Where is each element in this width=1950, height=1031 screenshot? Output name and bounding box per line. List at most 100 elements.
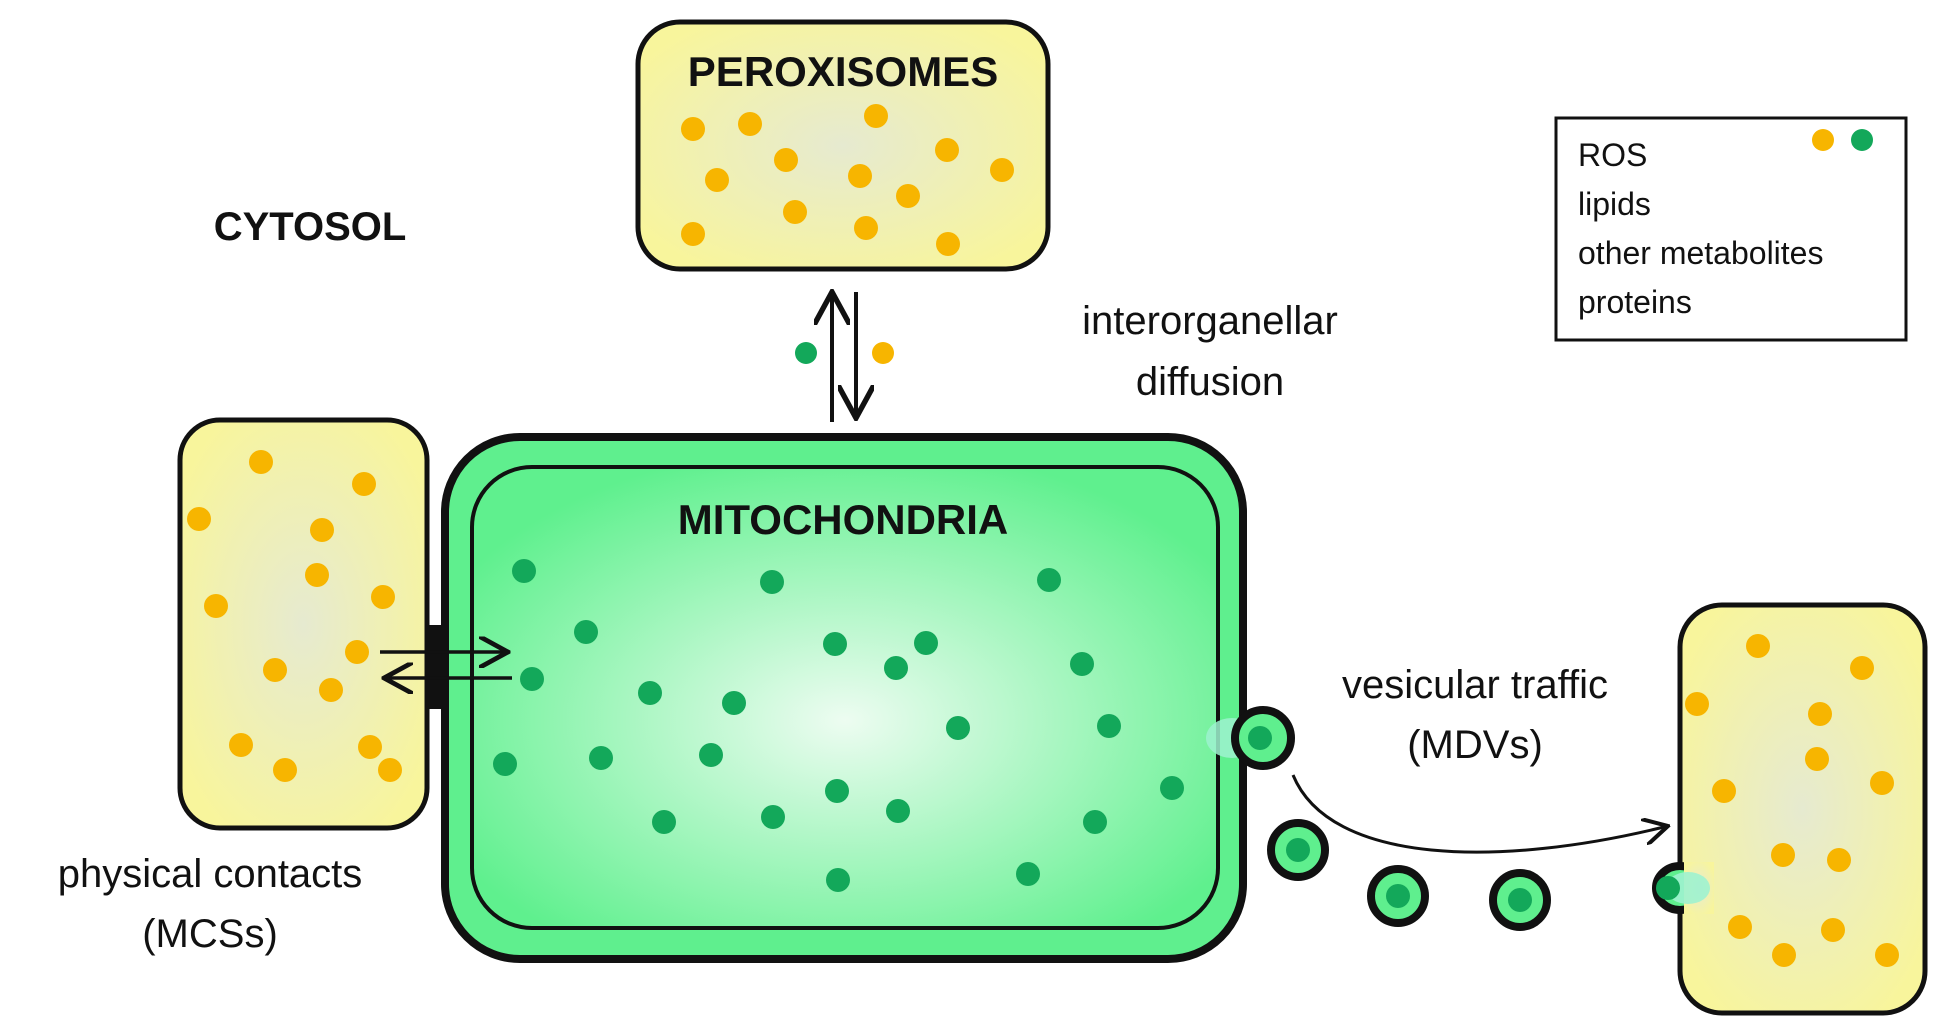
metabolite-dot bbox=[936, 232, 960, 256]
cytosol-label: CYTOSOL bbox=[214, 205, 407, 249]
mitochondria-organelle: MITOCHONDRIA bbox=[441, 433, 1247, 963]
protein-dot bbox=[589, 746, 613, 770]
legend-yellow-dot bbox=[1812, 129, 1834, 151]
metabolite-dot bbox=[1827, 848, 1851, 872]
protein-dot bbox=[1160, 776, 1184, 800]
protein-dot bbox=[638, 681, 662, 705]
peroxisome-dots bbox=[681, 104, 1014, 256]
metabolite-dot bbox=[705, 168, 729, 192]
protein-dot bbox=[825, 779, 849, 803]
protein-dot bbox=[520, 667, 544, 691]
metabolite-dot bbox=[681, 222, 705, 246]
metabolite-dot bbox=[1875, 943, 1899, 967]
metabolite-dot bbox=[935, 138, 959, 162]
protein-dot bbox=[1037, 568, 1061, 592]
contacts-label-line1: physical contacts bbox=[58, 852, 363, 896]
protein-dot bbox=[946, 716, 970, 740]
metabolite-dot bbox=[681, 117, 705, 141]
metabolite-dot bbox=[371, 585, 395, 609]
vesicular-label-line2: (MDVs) bbox=[1407, 723, 1543, 767]
metabolite-dot bbox=[229, 733, 253, 757]
peroxisome-organelle: PEROXISOMES bbox=[635, 19, 1051, 272]
diffusion-arrows bbox=[795, 292, 894, 422]
metabolite-dot bbox=[1685, 692, 1709, 716]
legend-box: ROS lipids other metabolites proteins bbox=[1554, 116, 1908, 342]
diffusion-label-line1: interorganellar bbox=[1082, 299, 1338, 343]
legend-item-lipids: lipids bbox=[1578, 186, 1651, 222]
protein-dot bbox=[722, 691, 746, 715]
diffusing-metabolite-dot bbox=[872, 342, 894, 364]
left-organelle-dots bbox=[187, 450, 402, 782]
protein-dot bbox=[1016, 862, 1040, 886]
metabolite-dot bbox=[319, 678, 343, 702]
right-organelle-dots bbox=[1685, 634, 1899, 967]
legend-green-dot bbox=[1851, 129, 1873, 151]
mitochondria-label: MITOCHONDRIA bbox=[678, 496, 1009, 543]
metabolite-dot bbox=[249, 450, 273, 474]
legend-item-metabolites: other metabolites bbox=[1578, 235, 1823, 271]
left-organelle bbox=[177, 417, 430, 831]
metabolite-dot bbox=[864, 104, 888, 128]
vesicle bbox=[1267, 819, 1329, 881]
diffusion-label-line2: diffusion bbox=[1136, 360, 1284, 404]
right-organelle bbox=[1652, 602, 1928, 1016]
metabolite-dot bbox=[1771, 843, 1795, 867]
metabolite-dot bbox=[774, 148, 798, 172]
metabolite-dot bbox=[990, 158, 1014, 182]
metabolite-dot bbox=[1805, 747, 1829, 771]
metabolite-dot bbox=[1850, 656, 1874, 680]
vesicle bbox=[1489, 869, 1551, 931]
protein-dot bbox=[1083, 810, 1107, 834]
metabolite-dot bbox=[896, 184, 920, 208]
metabolite-dot bbox=[187, 507, 211, 531]
protein-dot bbox=[1097, 714, 1121, 738]
protein-dot bbox=[914, 631, 938, 655]
protein-dot bbox=[493, 752, 517, 776]
fusing-vesicle bbox=[1652, 862, 1714, 914]
protein-dot bbox=[826, 868, 850, 892]
protein-dot bbox=[886, 799, 910, 823]
contacts-label-line2: (MCSs) bbox=[142, 912, 278, 956]
legend-item-proteins: proteins bbox=[1578, 284, 1692, 320]
protein-dot bbox=[512, 559, 536, 583]
vesicle bbox=[1367, 865, 1429, 927]
metabolite-dot bbox=[1870, 771, 1894, 795]
metabolite-dot bbox=[310, 518, 334, 542]
metabolite-dot bbox=[358, 735, 382, 759]
metabolite-dot bbox=[783, 200, 807, 224]
mdv-vesicles bbox=[1267, 819, 1551, 931]
metabolite-dot bbox=[1728, 915, 1752, 939]
protein-dot bbox=[1070, 652, 1094, 676]
protein-dot bbox=[761, 805, 785, 829]
legend-item-ros: ROS bbox=[1578, 137, 1647, 173]
metabolite-dot bbox=[1821, 918, 1845, 942]
metabolite-dot bbox=[345, 640, 369, 664]
metabolite-dot bbox=[1808, 702, 1832, 726]
budding-vesicle bbox=[1206, 706, 1295, 770]
protein-dot bbox=[823, 632, 847, 656]
protein-dot bbox=[652, 810, 676, 834]
metabolite-dot bbox=[273, 758, 297, 782]
contact-exchange-arrows bbox=[380, 652, 512, 678]
metabolite-dot bbox=[854, 216, 878, 240]
metabolite-dot bbox=[305, 563, 329, 587]
metabolite-dot bbox=[352, 472, 376, 496]
metabolite-dot bbox=[263, 658, 287, 682]
protein-dot bbox=[760, 570, 784, 594]
metabolite-dot bbox=[204, 594, 228, 618]
mitochondria-dots bbox=[493, 559, 1184, 892]
protein-dot bbox=[699, 743, 723, 767]
metabolite-dot bbox=[1746, 634, 1770, 658]
protein-dot bbox=[574, 620, 598, 644]
metabolite-dot bbox=[1772, 943, 1796, 967]
metabolite-dot bbox=[738, 112, 762, 136]
vesicular-traffic-arrow bbox=[1291, 774, 1668, 854]
metabolite-dot bbox=[378, 758, 402, 782]
protein-dot bbox=[884, 656, 908, 680]
peroxisomes-label: PEROXISOMES bbox=[688, 48, 998, 95]
diffusing-protein-dot bbox=[795, 342, 817, 364]
vesicular-label-line1: vesicular traffic bbox=[1342, 663, 1608, 707]
metabolite-dot bbox=[1712, 779, 1736, 803]
metabolite-dot bbox=[848, 164, 872, 188]
